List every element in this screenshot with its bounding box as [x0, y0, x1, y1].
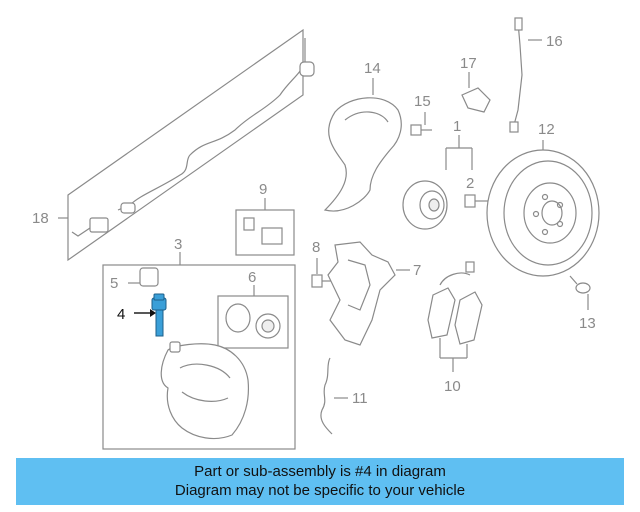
part-17-speed-sensor[interactable] [461, 72, 491, 113]
part-1-bracket [445, 135, 473, 170]
parts-diagram: 1 2 3 4 5 6 7 8 9 10 11 12 13 14 15 16 1… [32, 17, 600, 450]
part-15-bolt[interactable] [410, 112, 432, 136]
part-16-wear-sensor-wire[interactable] [509, 17, 542, 133]
part-2-bolt[interactable] [464, 194, 490, 208]
callout-4: 4 [117, 306, 125, 323]
callout-14: 14 [364, 60, 381, 77]
callout-7: 7 [413, 262, 421, 279]
part-13-screw[interactable] [569, 275, 591, 310]
part-1-wheel-hub[interactable] [402, 180, 448, 230]
callout-12: 12 [538, 121, 555, 138]
callout-11: 11 [352, 390, 368, 407]
callout-18: 18 [32, 210, 49, 227]
part-8-bolt[interactable] [311, 258, 332, 288]
callout-2: 2 [466, 175, 474, 192]
part-3-caliper-assembly-box[interactable] [102, 252, 296, 450]
caliper-body[interactable] [160, 341, 250, 440]
callout-5: 5 [110, 275, 118, 292]
part-4-guide-bolt[interactable] [134, 293, 167, 337]
info-banner: Part or sub-assembly is #4 in diagram Di… [16, 458, 624, 505]
part-12-brake-rotor[interactable] [486, 140, 600, 277]
callout-15: 15 [414, 93, 431, 110]
part-9-box[interactable] [235, 198, 295, 256]
callout-13: 13 [579, 315, 596, 332]
callout-9: 9 [259, 181, 267, 198]
callout-10: 10 [444, 378, 461, 395]
callout-6: 6 [248, 269, 256, 286]
banner-line-1: Part or sub-assembly is #4 in diagram [194, 463, 446, 480]
part-10-brake-pads[interactable] [427, 287, 483, 372]
callout-3: 3 [174, 236, 182, 253]
callout-1: 1 [453, 118, 461, 135]
callout-16: 16 [546, 33, 563, 50]
part-5-cap[interactable] [128, 267, 159, 287]
banner-line-2: Diagram may not be specific to your vehi… [174, 482, 466, 499]
part-11-spring-clip[interactable] [320, 357, 348, 435]
callout-8: 8 [312, 239, 320, 256]
part-18-abs-harness[interactable] [58, 28, 315, 262]
part-14-splash-shield[interactable] [323, 78, 402, 212]
part-6-seal-kit-box[interactable] [217, 285, 289, 349]
wear-sensor-wire [439, 261, 475, 286]
part-7-caliper-carrier[interactable] [327, 241, 410, 346]
callout-17: 17 [460, 55, 477, 72]
